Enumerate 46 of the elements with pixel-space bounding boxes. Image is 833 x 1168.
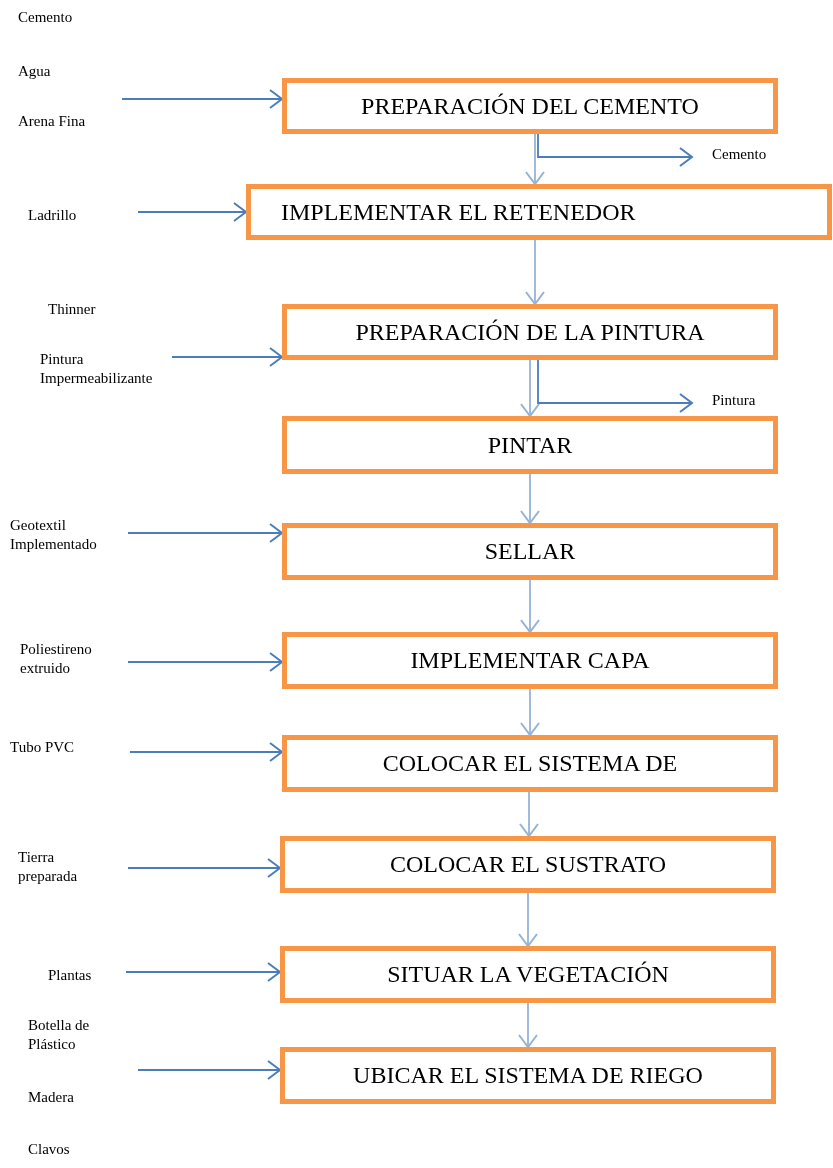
process-box: PINTAR <box>282 416 778 474</box>
process-box: SELLAR <box>282 523 778 580</box>
input-label: Madera <box>28 1088 75 1107</box>
process-box: IMPLEMENTAR CAPA <box>282 632 778 689</box>
process-box: IMPLEMENTAR EL RETENEDOR <box>246 184 832 240</box>
arrow <box>520 688 540 736</box>
process-box: SITUAR LA VEGETACIÓN <box>280 946 776 1003</box>
input-label: Botella de Plástico <box>28 1016 91 1054</box>
process-box: UBICAR EL SISTEMA DE RIEGO <box>280 1047 776 1104</box>
process-box: COLOCAR EL SUSTRATO <box>280 836 776 893</box>
arrow <box>137 202 247 222</box>
arrow <box>171 347 283 367</box>
input-label: Pintura Impermeabilizante <box>40 350 154 388</box>
arrow <box>127 652 283 672</box>
process-box: PREPARACIÓN DEL CEMENTO <box>282 78 778 134</box>
input-label: Tubo PVC <box>10 738 76 757</box>
arrow <box>127 523 283 543</box>
input-label: Poliestireno extruido <box>20 640 93 678</box>
arrow <box>520 579 540 633</box>
arrow <box>520 473 540 524</box>
arrow <box>127 858 281 878</box>
arrow <box>125 962 281 982</box>
arrow <box>525 133 545 185</box>
process-box: COLOCAR EL SISTEMA DE <box>282 735 778 792</box>
input-label: Clavos <box>28 1140 71 1159</box>
arrow <box>137 1060 281 1080</box>
input-label: Agua <box>18 62 52 81</box>
arrow <box>518 892 538 947</box>
input-label: Geotextil Implementado <box>10 516 98 554</box>
input-label: Ladrillo <box>28 206 78 225</box>
output-label: Pintura <box>712 392 756 409</box>
arrow <box>518 1002 538 1048</box>
input-label: Tierra preparada <box>18 848 79 886</box>
input-label: Cemento <box>18 8 74 27</box>
input-label: Arena Fina <box>18 112 87 131</box>
arrow <box>129 742 283 762</box>
input-label: Thinner <box>48 300 97 319</box>
arrow <box>520 359 540 417</box>
arrow <box>525 239 545 305</box>
output-label: Cemento <box>712 146 767 163</box>
arrow <box>519 791 539 837</box>
arrow <box>537 359 693 413</box>
process-box: PREPARACIÓN DE LA PINTURA <box>282 304 778 360</box>
arrow <box>121 89 283 109</box>
input-label: Plantas <box>48 966 93 985</box>
arrow <box>537 133 693 167</box>
